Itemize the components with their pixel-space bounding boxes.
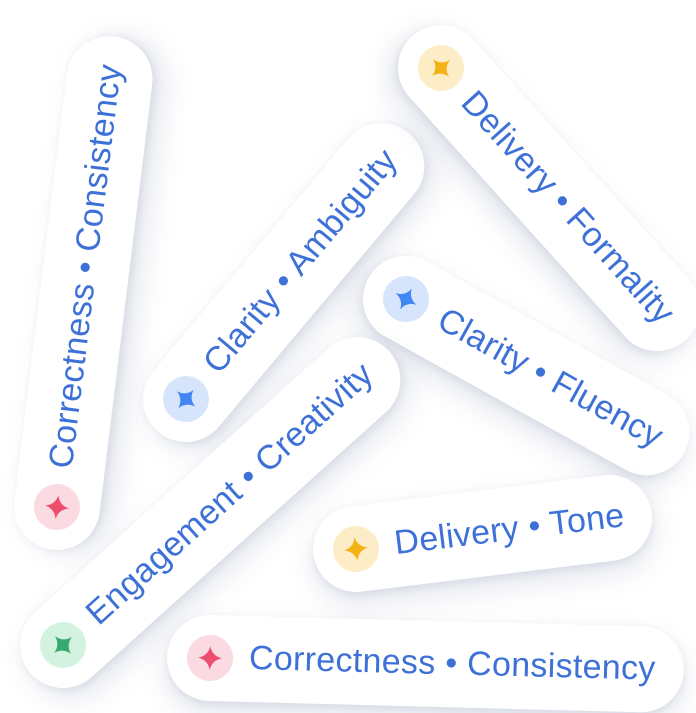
sparkle-badge: [30, 612, 96, 678]
sparkle-badge: [31, 481, 83, 533]
pill-label: Delivery • Tone: [392, 496, 627, 563]
sparkle-icon: [344, 537, 368, 561]
sparkle-badge: [374, 267, 438, 331]
pill-correctness-consistency-bottom: Correctness • Consistency: [165, 613, 685, 713]
pill-delivery-tone: Delivery • Tone: [308, 469, 658, 597]
sparkle-badge: [186, 634, 234, 682]
sparkle-icon: [432, 59, 450, 77]
sparkle-badge: [330, 523, 382, 575]
sparkle-icon: [45, 495, 69, 519]
sparkle-badge: [153, 366, 219, 432]
pill-label: Correctness • Consistency: [41, 62, 130, 471]
pill-delivery-formality: Delivery • Formality: [380, 7, 696, 370]
sparkle-icon: [176, 389, 196, 409]
sparkle-icon: [54, 636, 72, 654]
sparkle-badge: [408, 35, 474, 101]
pill-correctness-consistency-left: Correctness • Consistency: [9, 31, 158, 555]
pill-clarity-fluency: Clarity • Fluency: [347, 240, 696, 491]
pill-engagement-creativity: Engagement • Creativity: [2, 319, 419, 706]
sparkle-icon: [395, 288, 417, 310]
pill-label: Correctness • Consistency: [248, 639, 657, 688]
pill-clarity-ambiguity: Clarity • Ambiguity: [125, 105, 443, 460]
sparkle-icon: [198, 646, 222, 670]
